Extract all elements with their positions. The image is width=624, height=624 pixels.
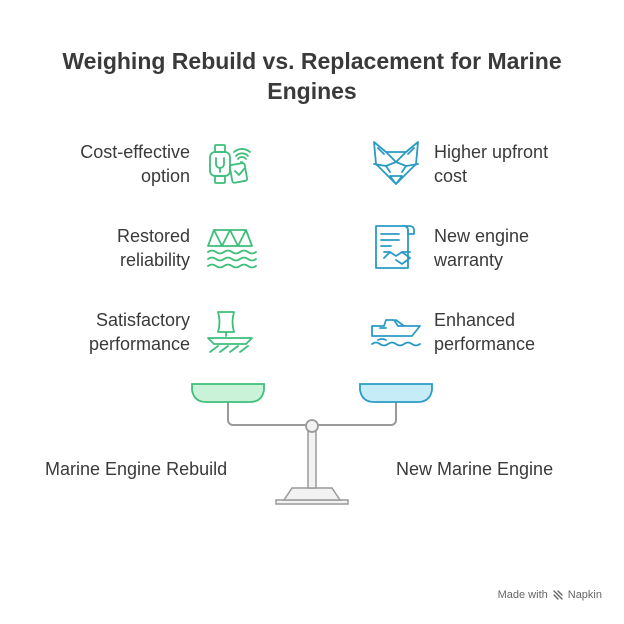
left-pan (191, 383, 265, 403)
left-option-label: Marine Engine Rebuild (45, 459, 228, 479)
napkin-logo-icon (553, 590, 563, 600)
sailboat-icon (204, 306, 256, 358)
title-line-1: Weighing Rebuild vs. Replacement for Mar… (62, 48, 562, 74)
speedboat-icon (370, 306, 422, 358)
napkin-brand-text: Napkin (567, 589, 602, 601)
right-pan (359, 383, 433, 403)
scale-beam (227, 400, 397, 433)
left-item-satisfactory-performance: Satisfactory performance (88, 310, 190, 354)
made-with-text: Made with (497, 589, 548, 601)
right-item-higher-upfront-cost: Higher upfront cost (434, 142, 549, 186)
left-item-restored-reliability: Restored reliability (116, 226, 190, 270)
bridge-waves-icon (204, 222, 257, 274)
scale-post (307, 429, 317, 489)
document-handshake-icon (370, 222, 422, 274)
scale-base (275, 487, 349, 505)
fox-mask-icon (370, 138, 422, 190)
title-line-2: Engines (267, 78, 357, 104)
diagram-title: Weighing Rebuild vs. Replacement for Mar… (0, 46, 624, 106)
right-item-new-engine-warranty: New engine warranty (434, 226, 530, 270)
left-item-cost-effective: Cost-effective option (80, 142, 190, 186)
napkin-watermark: Made with Napkin (498, 589, 602, 601)
watch-wifi-icon (204, 138, 256, 190)
right-option-label: New Marine Engine (396, 459, 554, 479)
right-item-enhanced-performance: Enhanced performance (434, 310, 536, 354)
